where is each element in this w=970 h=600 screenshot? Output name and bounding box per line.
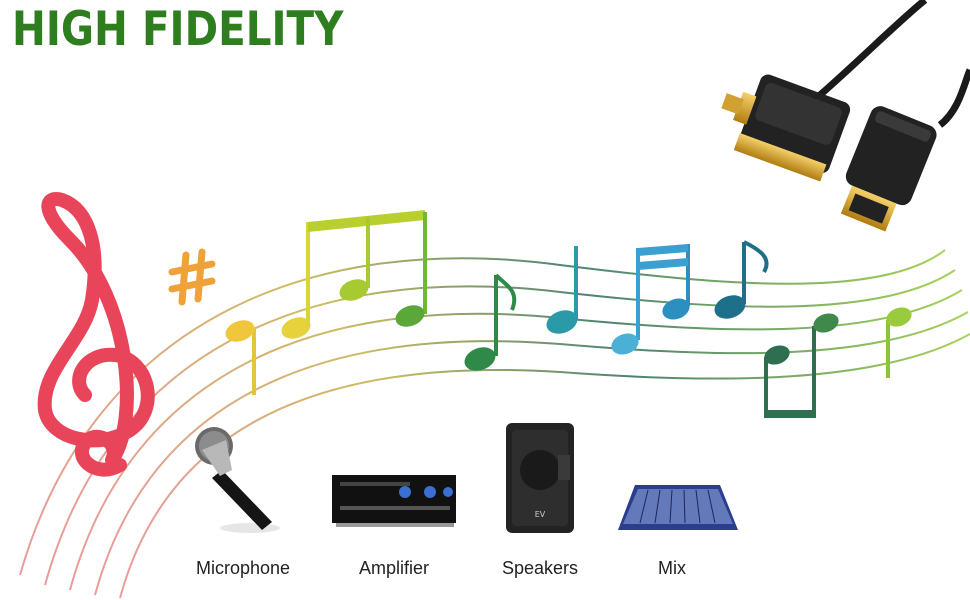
microphone-icon [195,427,280,533]
amplifier-icon [332,475,456,527]
speaker-icon: EV [506,423,574,533]
device-label-speakers: Speakers [501,558,579,578]
device-label-microphone: Microphone [195,558,291,578]
mixer-icon [618,485,738,530]
device-label-amplifier: Amplifier [358,558,430,578]
sharp-icon [168,248,216,306]
treble-clef-icon [37,192,155,477]
cable-connectors-icon [721,0,970,232]
svg-text:EV: EV [535,510,546,519]
device-label-mix: Mix [658,558,686,578]
music-notes [225,210,912,418]
headline: HIGH FIDELITY [12,2,344,57]
